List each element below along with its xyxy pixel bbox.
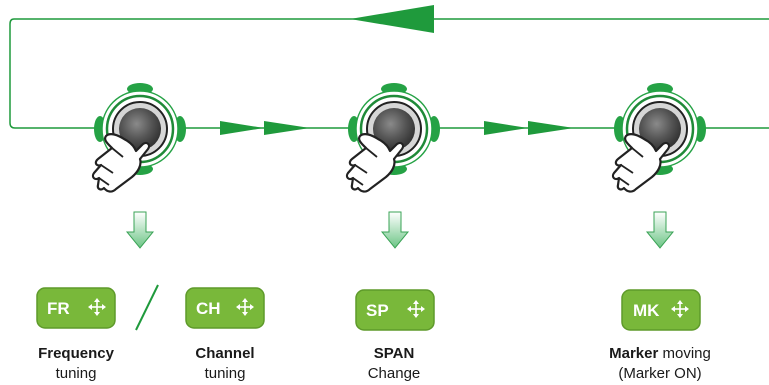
caption-mk-line2: (Marker ON) [618, 365, 701, 382]
forward-arrow [220, 121, 264, 135]
down-arrows [125, 211, 675, 249]
caption-mk: Marker moving [609, 345, 711, 362]
down-arrow [645, 211, 675, 249]
caption-fr-line2: tuning [56, 365, 97, 382]
mode-badge-fr: FR [36, 287, 116, 329]
knob-cap [119, 108, 161, 150]
caption-mk-rest: moving [658, 345, 711, 362]
forward-arrow [528, 121, 574, 135]
caption-sp-bold: SPAN [374, 345, 415, 362]
down-arrow [125, 211, 155, 249]
forward-arrow [264, 121, 310, 135]
caption-fr: Frequency [38, 345, 115, 362]
knob-1[interactable] [91, 83, 186, 193]
knob-2[interactable] [345, 83, 440, 193]
mode-separator [135, 284, 159, 331]
mode-badge-mk: MK [621, 289, 701, 331]
mode-label-sp: SP [366, 301, 389, 320]
knob-cap [639, 108, 681, 150]
caption-mk-bold: Marker [609, 345, 658, 362]
down-arrow [380, 211, 410, 249]
caption-sp-line2: Change [368, 365, 421, 382]
caption-ch-bold: Channel [195, 345, 254, 362]
mode-label-ch: CH [196, 299, 221, 318]
caption-ch-line2: tuning [205, 365, 246, 382]
return-arrow [350, 5, 434, 33]
caption-ch: Channel [195, 345, 254, 362]
caption-sp: SPAN [374, 345, 415, 362]
mode-badge-sp: SP [355, 289, 435, 331]
caption-fr-bold: Frequency [38, 345, 115, 362]
left-loop-edge [9, 18, 16, 129]
knob-3[interactable] [611, 83, 706, 193]
forward-arrow [484, 121, 528, 135]
mode-label-mk: MK [633, 301, 660, 320]
mode-label-fr: FR [47, 299, 70, 318]
mode-badge-ch: CH [185, 287, 265, 329]
knob-cap [373, 108, 415, 150]
flow-arrows [220, 5, 574, 135]
